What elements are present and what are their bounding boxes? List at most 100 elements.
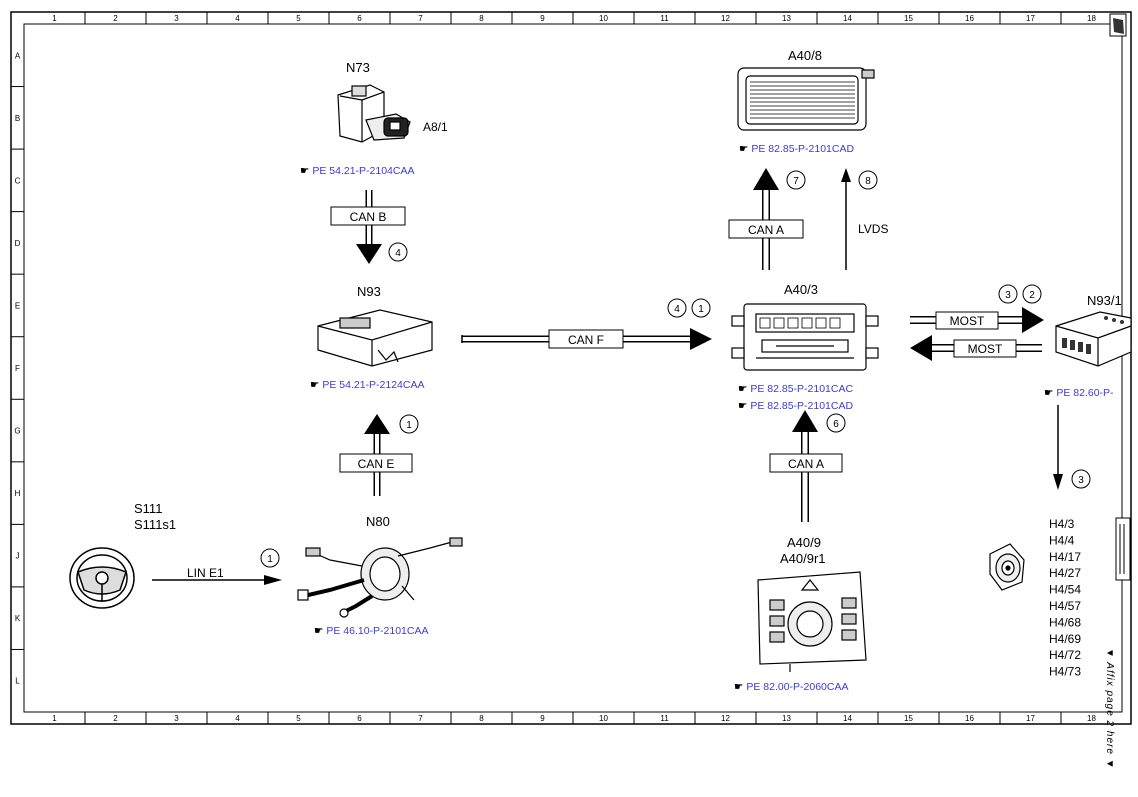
head-unit-icon [731, 303, 879, 371]
circled-number: 1 [698, 304, 704, 315]
can-a-top-label: CAN A [748, 223, 784, 237]
circled-number: 8 [865, 176, 871, 187]
grid-column-label: 4 [235, 14, 240, 23]
circled-number: 4 [395, 248, 401, 259]
control-panel-icon [757, 571, 867, 672]
grid-column-label: 17 [1026, 714, 1035, 723]
circled-number: 3 [1078, 475, 1084, 486]
grid-row-label: H [15, 489, 21, 498]
control-module-icon [317, 309, 433, 367]
s111-component: S111 S111s1 [69, 501, 176, 609]
a40-3-ref-link-1[interactable]: ☛ PE 82.85-P-2101CAC [738, 383, 853, 395]
manual-pointer-icon: ☛ [300, 165, 309, 177]
grid-column-label: 8 [479, 714, 484, 723]
speaker-label: H4/69 [1049, 632, 1081, 646]
circled-number: 7 [793, 176, 799, 187]
n93-label: N93 [357, 284, 381, 299]
svg-text:☛ PE 82.85-P-2101CAD: ☛ PE 82.85-P-2101CAD [738, 400, 853, 412]
a40-3-component: A40/3 ☛ PE 82.85-P-2101CAC ☛ PE 82.85-P-… [731, 282, 879, 412]
display-unit-icon [737, 67, 875, 131]
circled-number: 4 [674, 304, 680, 315]
manual-pointer-icon: ☛ [739, 143, 748, 155]
a40-8-ref-link[interactable]: ☛ PE 82.85-P-2101CAD [739, 143, 854, 155]
can-a-bottom-label: CAN A [788, 457, 824, 471]
svg-text:☛ PE 82.85-P-2101CAD: ☛ PE 82.85-P-2101CAD [739, 143, 854, 155]
grid-column-label: 2 [113, 14, 118, 23]
grid-row-label: G [14, 427, 20, 436]
n73-label: N73 [346, 60, 370, 75]
grid-row-label: J [16, 552, 20, 561]
grid-column-label: 15 [904, 14, 913, 23]
circled-number: 6 [833, 419, 839, 430]
speaker-icon [989, 543, 1025, 591]
grid-column-label: 1 [52, 714, 57, 723]
n73-component: N73 A8/1 ☛ PE 54.21-P-2104CAA [300, 60, 448, 177]
speaker-label: H4/54 [1049, 583, 1081, 597]
s111-label: S111 [134, 501, 162, 516]
n80-ref-link[interactable]: ☛ PE 46.10-P-2101CAA [314, 625, 429, 637]
speaker-connection: 3 [1053, 405, 1091, 490]
grid-row-label: D [15, 239, 21, 248]
grid-column-label: 7 [418, 714, 423, 723]
manual-pointer-icon: ☛ [734, 681, 743, 693]
lvds-label: LVDS [858, 222, 888, 236]
n80-label: N80 [366, 514, 390, 529]
amplifier-icon [1055, 311, 1132, 367]
most-bottom-label: MOST [968, 342, 1003, 356]
svg-text:☛ PE 54.21-P-2124CAA: ☛ PE 54.21-P-2124CAA [310, 379, 425, 391]
affix-note: ▼ Affix page 2 here ▼ [1104, 648, 1115, 770]
can-b-connection: CAN B 4 [330, 190, 408, 264]
circled-number: 1 [267, 554, 273, 565]
grid-column-label: 5 [296, 714, 301, 723]
grid-column-label: 10 [599, 714, 608, 723]
grid-row-label: E [15, 301, 20, 310]
grid-column-label: 16 [965, 714, 974, 723]
grid-column-label: 5 [296, 14, 301, 23]
a40-9r1-label: A40/9r1 [780, 551, 826, 566]
grid-row-label: C [15, 176, 21, 185]
grid-row-label: L [15, 677, 20, 686]
speaker-label: H4/17 [1049, 550, 1081, 564]
speakers-component: H4/3H4/4H4/17H4/27H4/54H4/57H4/68H4/69H4… [989, 517, 1131, 679]
n73-ref-link[interactable]: ☛ PE 54.21-P-2104CAA [300, 165, 415, 177]
most-connection: MOST MOST 3 2 [910, 284, 1044, 361]
a40-3-ref-link-2[interactable]: ☛ PE 82.85-P-2101CAD [738, 400, 853, 412]
svg-text:☛ PE 46.10-P-2101CAA: ☛ PE 46.10-P-2101CAA [314, 625, 429, 637]
manual-pointer-icon: ☛ [738, 400, 747, 412]
grid-column-label: 15 [904, 714, 913, 723]
svg-text:☛ PE 82.85-P-2101CAC: ☛ PE 82.85-P-2101CAC [738, 383, 853, 395]
n93-1-ref-link[interactable]: ☛ PE 82.60-P- [1044, 387, 1114, 399]
grid-column-label: 13 [782, 714, 791, 723]
can-f-label: CAN F [568, 333, 604, 347]
can-e-label: CAN E [358, 457, 395, 471]
can-f-connection: CAN F 4 1 [461, 298, 712, 350]
a40-9-label: A40/9 [787, 535, 821, 550]
speaker-label: H4/57 [1049, 599, 1081, 613]
circled-number: 1 [406, 420, 412, 431]
n93-ref-link[interactable]: ☛ PE 54.21-P-2124CAA [310, 379, 425, 391]
grid-column-label: 14 [843, 14, 852, 23]
lvds-connection: LVDS 8 [841, 168, 888, 270]
manual-pointer-icon: ☛ [1044, 387, 1053, 399]
a40-9-ref-link[interactable]: ☛ PE 82.00-P-2060CAA [734, 681, 849, 693]
a40-8-component: A40/8 ☛ PE 82.85-P-2101CAD [737, 48, 875, 155]
grid-column-label: 12 [721, 714, 730, 723]
svg-text:☛ PE 54.21-P-2104CAA: ☛ PE 54.21-P-2104CAA [300, 165, 415, 177]
grid-column-label: 18 [1087, 14, 1096, 23]
grid-column-label: 18 [1087, 714, 1096, 723]
a40-9-component: A40/9 A40/9r1 ☛ PE 82.00-P-2060CAA [734, 535, 867, 693]
a8-1-label: A8/1 [423, 120, 448, 134]
lin-e1-connection: LIN E1 1 [152, 548, 282, 585]
circled-number: 3 [1005, 290, 1011, 301]
manual-pointer-icon: ☛ [738, 383, 747, 395]
a40-3-label: A40/3 [784, 282, 818, 297]
grid-column-label: 16 [965, 14, 974, 23]
svg-text:☛ PE 82.60-P-: ☛ PE 82.60-P- [1044, 387, 1114, 399]
grid-column-label: 14 [843, 714, 852, 723]
grid-column-label: 11 [660, 14, 669, 23]
grid-column-label: 13 [782, 14, 791, 23]
